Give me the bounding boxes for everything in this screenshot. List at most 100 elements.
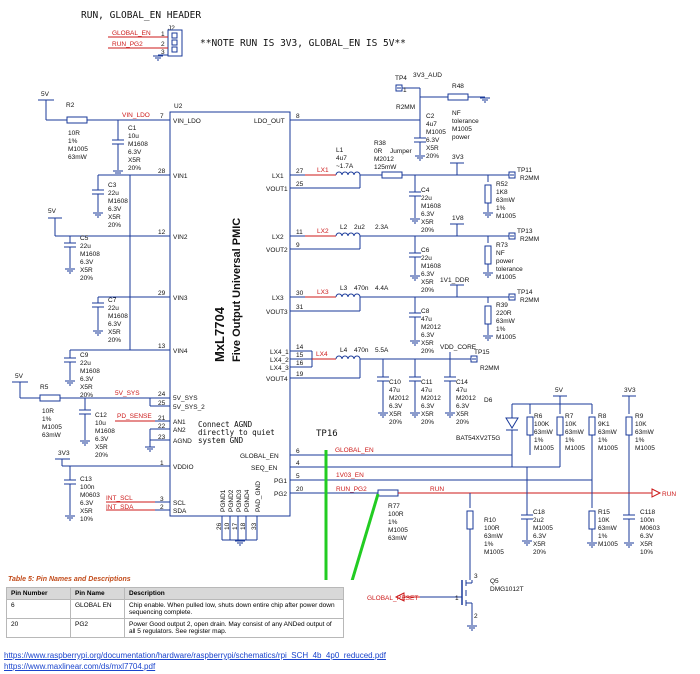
svg-text:1: 1 <box>455 595 459 602</box>
pin-name: VIN1 <box>173 173 188 180</box>
svg-text:M1005: M1005 <box>42 424 62 431</box>
ic-note-1: Connect AGND <box>198 420 253 429</box>
svg-text:R38: R38 <box>374 140 386 147</box>
svg-text:15: 15 <box>296 352 304 359</box>
svg-text:VIN_LDO: VIN_LDO <box>122 112 150 119</box>
svg-text:R77: R77 <box>388 503 400 510</box>
svg-text:power: power <box>496 258 515 265</box>
svg-text:8: 8 <box>296 113 300 120</box>
svg-text:100K: 100K <box>534 421 550 428</box>
svg-text:tolerance: tolerance <box>496 266 523 273</box>
svg-text:M1005: M1005 <box>68 146 88 153</box>
svg-text:22u: 22u <box>421 255 432 262</box>
svg-text:470n: 470n <box>354 285 369 292</box>
svg-text:R15: R15 <box>598 509 610 516</box>
link-rpi-schematic[interactable]: https://www.raspberrypi.org/documentatio… <box>4 651 386 660</box>
enable-logic: TP16 GLOBAL_EN D6 BAT54XV2T5G 5V R6 100K… <box>305 387 676 570</box>
svg-text:PG1: PG1 <box>274 478 287 485</box>
svg-text:C14: C14 <box>456 379 468 386</box>
pin-name: 5V_SYS <box>173 395 198 402</box>
svg-text:TP4: TP4 <box>395 75 407 82</box>
svg-text:X5R: X5R <box>108 329 121 336</box>
table-cell: 6 <box>6 599 71 619</box>
pin-num: 13 <box>158 343 166 350</box>
svg-text:17: 17 <box>232 522 239 530</box>
svg-text:6.3V: 6.3V <box>108 206 122 213</box>
svg-text:10K: 10K <box>598 517 610 524</box>
pin-name: VIN3 <box>173 295 188 302</box>
header-note: **NOTE RUN IS 3V3, GLOBAL_EN IS 5V** <box>200 38 406 49</box>
svg-text:TP16: TP16 <box>316 429 338 439</box>
svg-text:LX4: LX4 <box>316 351 328 358</box>
table-cell: Chip enable. When pulled low, shuts down… <box>124 599 344 619</box>
svg-text:L1: L1 <box>336 147 344 154</box>
svg-text:M1005: M1005 <box>635 445 655 452</box>
col-pin-name: Pin Name <box>70 587 125 600</box>
svg-text:6.3V: 6.3V <box>421 211 435 218</box>
svg-text:31: 31 <box>296 304 304 311</box>
svg-text:5V: 5V <box>15 373 24 380</box>
svg-text:M1005: M1005 <box>496 274 516 281</box>
header-title: RUN, GLOBAL_EN HEADER <box>81 10 202 21</box>
svg-text:6.3V: 6.3V <box>421 271 435 278</box>
ic-left-pins: 7 VIN_LDO 28 VIN1 12 VIN2 29 VIN3 13 VIN… <box>155 113 205 515</box>
svg-text:1%: 1% <box>68 138 78 145</box>
svg-text:25: 25 <box>296 181 304 188</box>
svg-text:4u7: 4u7 <box>336 155 347 162</box>
svg-text:LX2: LX2 <box>272 234 284 241</box>
svg-text:125mW: 125mW <box>374 164 397 171</box>
svg-text:LDO_OUT: LDO_OUT <box>254 118 285 125</box>
table-cell: Power Good output 2, open drain. May con… <box>124 618 344 638</box>
svg-text:R9: R9 <box>635 413 644 420</box>
svg-text:1V1_DDR: 1V1_DDR <box>440 277 470 284</box>
svg-text:C9: C9 <box>80 352 89 359</box>
svg-text:PD_SENSE: PD_SENSE <box>117 413 152 420</box>
svg-text:M1005: M1005 <box>484 549 504 556</box>
svg-text:10R: 10R <box>42 408 54 415</box>
ic-desc: Five Output Universal PMIC <box>231 218 243 362</box>
svg-text:M1608: M1608 <box>80 368 100 375</box>
table-cell: PG2 <box>70 618 125 638</box>
svg-text:16: 16 <box>296 360 304 367</box>
svg-text:M1608: M1608 <box>128 141 148 148</box>
svg-text:20%: 20% <box>533 549 546 556</box>
svg-text:LX1: LX1 <box>317 167 329 174</box>
svg-text:1%: 1% <box>598 437 608 444</box>
svg-text:M2012: M2012 <box>374 156 394 163</box>
j2-net-run-pg2: RUN_PG2 <box>112 41 143 48</box>
svg-text:0R: 0R <box>374 148 383 155</box>
svg-text:R2MM: R2MM <box>396 104 415 111</box>
svg-text:6.3V: 6.3V <box>80 259 94 266</box>
svg-text:14: 14 <box>296 344 304 351</box>
j2-pin-3: 3 <box>161 49 165 56</box>
svg-text:6.3V: 6.3V <box>640 533 654 540</box>
svg-text:20%: 20% <box>95 452 108 459</box>
svg-text:X5R: X5R <box>421 279 434 286</box>
table-row: 20 PG2 Power Good output 2, open drain. … <box>6 618 344 638</box>
svg-text:X5R: X5R <box>640 541 653 548</box>
svg-text:5V: 5V <box>555 387 564 394</box>
svg-text:R2MM: R2MM <box>520 175 539 182</box>
svg-text:C3: C3 <box>108 182 117 189</box>
svg-text:9: 9 <box>296 242 300 249</box>
svg-text:4: 4 <box>296 460 300 467</box>
svg-text:1V03_EN: 1V03_EN <box>336 472 364 479</box>
svg-text:LX4_3: LX4_3 <box>270 365 289 372</box>
svg-text:M1005: M1005 <box>426 129 446 136</box>
svg-text:6: 6 <box>296 448 300 455</box>
svg-text:C1: C1 <box>128 125 137 132</box>
svg-text:M1005: M1005 <box>496 213 516 220</box>
svg-text:20%: 20% <box>456 419 469 426</box>
svg-text:M0603: M0603 <box>640 525 660 532</box>
svg-text:47u: 47u <box>421 387 432 394</box>
svg-text:10K: 10K <box>565 421 577 428</box>
ic-u2: U2 MxL7704 Five Output Universal PMIC Co… <box>155 103 305 546</box>
svg-text:PAD_GND: PAD_GND <box>255 481 262 512</box>
svg-text:63mW: 63mW <box>598 429 618 436</box>
svg-text:5V: 5V <box>48 208 57 215</box>
pin-num: 1 <box>160 460 164 467</box>
svg-text:100n: 100n <box>80 484 95 491</box>
svg-text:X5R: X5R <box>80 267 93 274</box>
pin-name: 5V_SYS_2 <box>173 404 205 411</box>
link-mxl7704-datasheet[interactable]: https://www.maxlinear.com/ds/mxl7704.pdf <box>4 662 156 671</box>
